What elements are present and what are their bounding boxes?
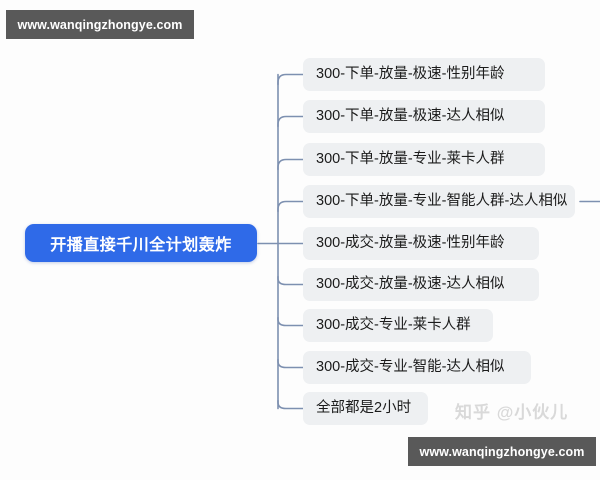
branch-line-6 [277,275,304,286]
child-node-label: 300-成交-放量-极速-性别年龄 [316,235,505,252]
branch-line-1 [277,73,304,86]
child-node-label: 300-下单-放量-极速-性别年龄 [316,66,505,83]
child-node-9[interactable]: 全部都是2小时 [303,392,428,425]
child-node-1[interactable]: 300-下单-放量-极速-性别年龄 [303,58,545,91]
child-node-label: 300-成交-专业-莱卡人群 [316,317,471,334]
child-node-5[interactable]: 300-成交-放量-极速-性别年龄 [303,227,539,260]
branch-line-9 [277,399,304,410]
root-node[interactable]: 开播直接千川全计划轰炸 [25,224,257,262]
child-node-label: 300-成交-专业-智能-达人相似 [316,359,505,376]
child-node-label: 300-成交-放量-极速-达人相似 [316,276,505,293]
child-node-label: 全部都是2小时 [316,400,412,417]
child-node-3[interactable]: 300-下单-放量-专业-莱卡人群 [303,143,545,176]
root-node-label: 开播直接千川全计划轰炸 [50,237,232,254]
child-node-label: 300-下单-放量-专业-智能人群-达人相似 [316,193,568,210]
watermark-banner-bottom: www.wanqingzhongye.com [408,437,596,466]
child-node-label: 300-下单-放量-专业-莱卡人群 [316,151,505,168]
branch-line-8 [277,358,304,369]
watermark-banner-top-text: www.wanqingzhongye.com [17,17,183,32]
child-node-7[interactable]: 300-成交-专业-莱卡人群 [303,309,493,342]
child-node-8[interactable]: 300-成交-专业-智能-达人相似 [303,351,531,384]
child-node-2[interactable]: 300-下单-放量-极速-达人相似 [303,100,545,133]
child-node-label: 300-下单-放量-极速-达人相似 [316,108,505,125]
branch-line-2 [277,115,304,128]
watermark-banner-bottom-text: www.wanqingzhongye.com [419,444,585,459]
child-node-4[interactable]: 300-下单-放量-专业-智能人群-达人相似 [303,185,575,218]
branch-line-3 [277,158,304,171]
watermark-zhihu: 知乎 @小伙儿 [455,403,569,422]
branch-line-4 [277,200,304,213]
watermark-banner-top: www.wanqingzhongye.com [6,10,194,39]
branch-line-7 [277,316,304,327]
child-node-6[interactable]: 300-成交-放量-极速-达人相似 [303,268,539,301]
